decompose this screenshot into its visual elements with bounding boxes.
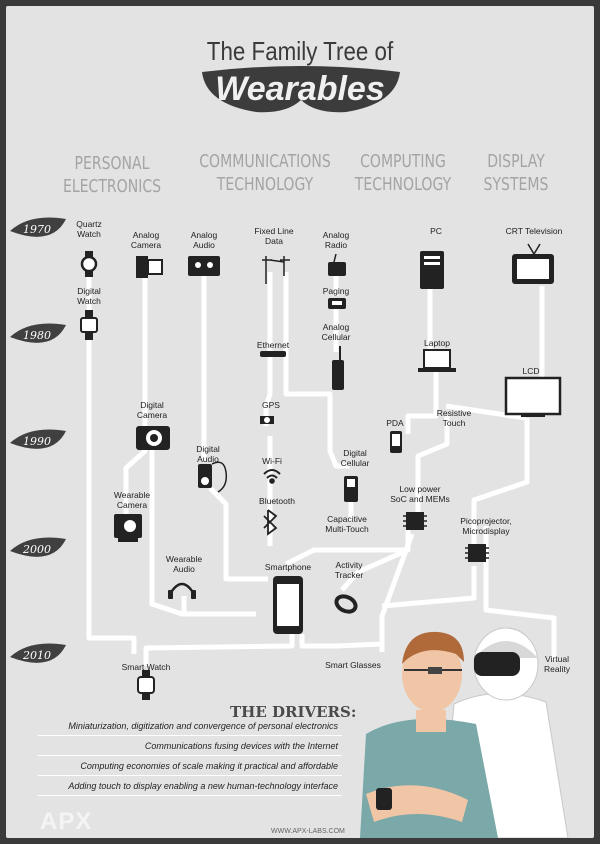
label-gps: GPS (262, 400, 280, 410)
year-2010: 2010 (23, 649, 51, 662)
action-camera-icon (114, 514, 142, 542)
label-low-power-soc: Low power SoC and MEMs (390, 484, 450, 504)
label-virtual-reality: Virtual Reality (544, 654, 570, 674)
fitness-band-icon (334, 594, 358, 614)
analog-camera-icon (136, 256, 163, 278)
label-analog-cellular: Analog Cellular (321, 322, 351, 342)
quartz-watch-icon (80, 251, 98, 277)
candy-bar-phone-icon (344, 476, 358, 502)
label-analog-audio: Analog Audio (190, 230, 218, 250)
lcd-monitor-icon (504, 376, 562, 417)
label-wearable-camera: Wearable Camera (113, 490, 151, 510)
timeline-leaves (10, 217, 66, 663)
device-icons (80, 243, 562, 700)
laptop-icon (418, 349, 456, 372)
category-communications-technology: COMMUNICATIONS TECHNOLOGY (199, 151, 331, 195)
label-analog-radio: Analog Radio (322, 230, 350, 250)
smartphone-icon (273, 576, 303, 634)
driver-item-2: Communications fusing devices with the I… (38, 736, 342, 756)
infographic-panel: The Family Tree of Wearables PERSONAL EL… (6, 6, 594, 838)
glasses-user-figure (360, 631, 498, 838)
label-lcd: LCD (522, 366, 540, 376)
wifi-icon (263, 469, 281, 484)
label-picoprojector: Picoprojector, Microdisplay (460, 516, 512, 536)
driver-item-3: Computing economies of scale making it p… (38, 756, 342, 776)
apx-logo: APX (40, 808, 93, 835)
label-paging: Paging (322, 286, 350, 296)
label-fixed-line-data: Fixed Line Data (254, 226, 294, 246)
label-pda: PDA (386, 418, 404, 428)
tree-branches (86, 272, 557, 666)
label-digital-audio: Digital Audio (196, 444, 220, 464)
label-wearable-audio: Wearable Audio (165, 554, 203, 574)
year-2000: 2000 (23, 543, 51, 556)
label-ethernet: Ethernet (256, 340, 290, 350)
driver-item-1: Miniaturization, digitization and conver… (38, 716, 342, 736)
title-line-1: The Family Tree of (206, 36, 394, 66)
radio-icon (328, 253, 346, 276)
drivers-heading: THE DRIVERS: (230, 703, 357, 721)
microdisplay-chip-icon (465, 544, 489, 562)
website-url[interactable]: WWW.APX-LABS.COM (271, 828, 345, 835)
chip-icon (403, 512, 427, 530)
label-quartz-watch: Quartz Watch (76, 219, 102, 239)
label-activity-tracker: Activity Tracker (334, 560, 364, 580)
digital-camera-icon (136, 426, 170, 450)
ethernet-plug-icon (260, 351, 286, 357)
year-1970: 1970 (23, 223, 51, 236)
driver-item-4: Adding touch to display enabling a new h… (38, 776, 342, 796)
bluetooth-icon (263, 509, 278, 536)
label-digital-watch: Digital Watch (77, 286, 101, 306)
label-smart-watch: Smart Watch (121, 662, 171, 672)
label-capacitive-multitouch: Capacitive Multi-Touch (325, 514, 369, 534)
pager-icon (328, 298, 346, 309)
label-digital-camera: Digital Camera (136, 400, 168, 420)
people-illustration (360, 627, 569, 838)
label-analog-camera: Analog Camera (130, 230, 162, 250)
vr-user-figure (441, 627, 569, 838)
brick-phone-icon (332, 346, 344, 390)
label-crt-television: CRT Television (505, 226, 563, 236)
label-laptop: Laptop (424, 338, 450, 348)
smart-watch-icon (137, 670, 155, 700)
title-line-2: Wearables (215, 70, 385, 108)
label-wifi: Wi-Fi (262, 456, 282, 466)
gps-satellite-icon (260, 416, 274, 424)
glasses-banner-shape (202, 66, 400, 113)
crt-tv-icon (512, 243, 554, 284)
label-smartphone: Smartphone (264, 562, 312, 572)
mp3-player-icon (198, 461, 228, 493)
pc-tower-icon (420, 251, 444, 289)
label-smart-glasses: Smart Glasses (325, 660, 381, 670)
category-display-systems: DISPLAY SYSTEMS (483, 151, 549, 195)
wrist-device-icon (376, 788, 392, 810)
pda-icon (390, 431, 402, 453)
digital-watch-icon (80, 310, 98, 340)
label-digital-cellular: Digital Cellular (340, 448, 370, 468)
year-1990: 1990 (23, 435, 51, 448)
label-pc: PC (430, 226, 442, 236)
label-bluetooth: Bluetooth (259, 496, 295, 506)
category-personal-electronics: PERSONAL ELECTRONICS (62, 153, 162, 197)
year-1980: 1980 (23, 329, 51, 342)
category-computing-technology: COMPUTING TECHNOLOGY (354, 151, 452, 195)
label-resistive-touch: Resistive Touch (436, 408, 472, 428)
headphones-icon (168, 582, 196, 599)
cassette-icon (188, 256, 220, 276)
telephone-pole-icon (262, 256, 290, 284)
